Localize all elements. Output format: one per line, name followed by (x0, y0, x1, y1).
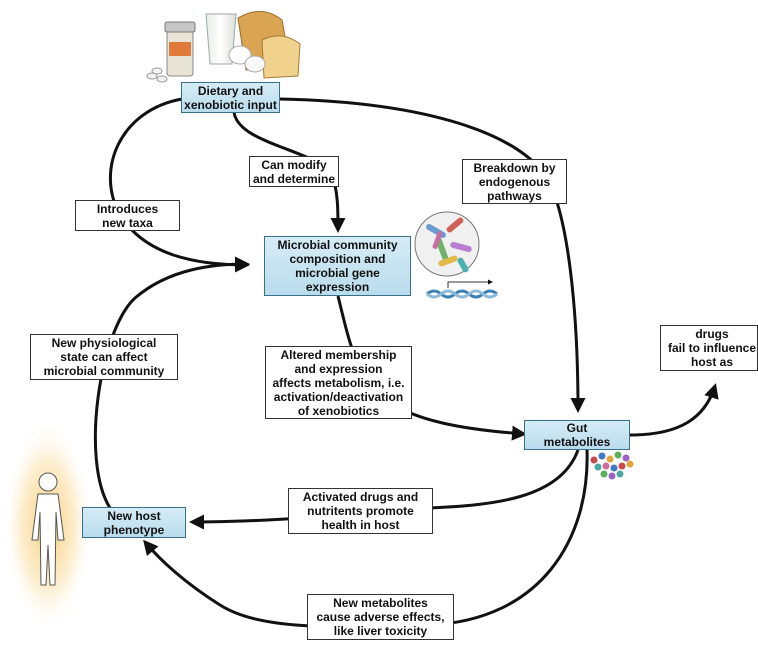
eggs-icon (228, 45, 266, 73)
deactivated-drugs-label: Deactived drugs fail to influence host a… (660, 325, 758, 371)
dietary-input-node: Dietary and xenobiotic input (181, 82, 280, 113)
microbe-cluster-icon (414, 211, 480, 277)
milk-glass-icon (205, 13, 237, 65)
human-figure-icon (3, 420, 93, 630)
altered-membership-label: Altered membership and expression affect… (265, 346, 412, 419)
new-metabolites-label: New metabolites cause adverse effects, l… (307, 594, 454, 640)
arrow-host-to-microbial (93, 256, 250, 509)
metabolite-dots-icon (590, 451, 634, 480)
arrow-gut-to-deactivated (629, 383, 719, 437)
introduces-taxa-label: Introduces new taxa (75, 200, 180, 231)
new-physiological-label: New physiological state can affect micro… (30, 334, 178, 380)
microbial-community-node: Microbial community composition and micr… (264, 236, 411, 296)
arrow-diet-to-microbial-left (109, 97, 250, 273)
can-modify-label: Can modify and determine (249, 156, 339, 187)
gut-metabolites-node: Gut metabolites (524, 420, 630, 450)
new-host-phenotype-node: New host phenotype (82, 507, 186, 538)
pill-bottle-icon (146, 21, 196, 83)
activated-drugs-label: Activated drugs and nutritents promote h… (288, 488, 433, 534)
dna-helix-icon (426, 279, 498, 299)
breakdown-label: Breakdown by endogenous pathways (462, 159, 567, 204)
